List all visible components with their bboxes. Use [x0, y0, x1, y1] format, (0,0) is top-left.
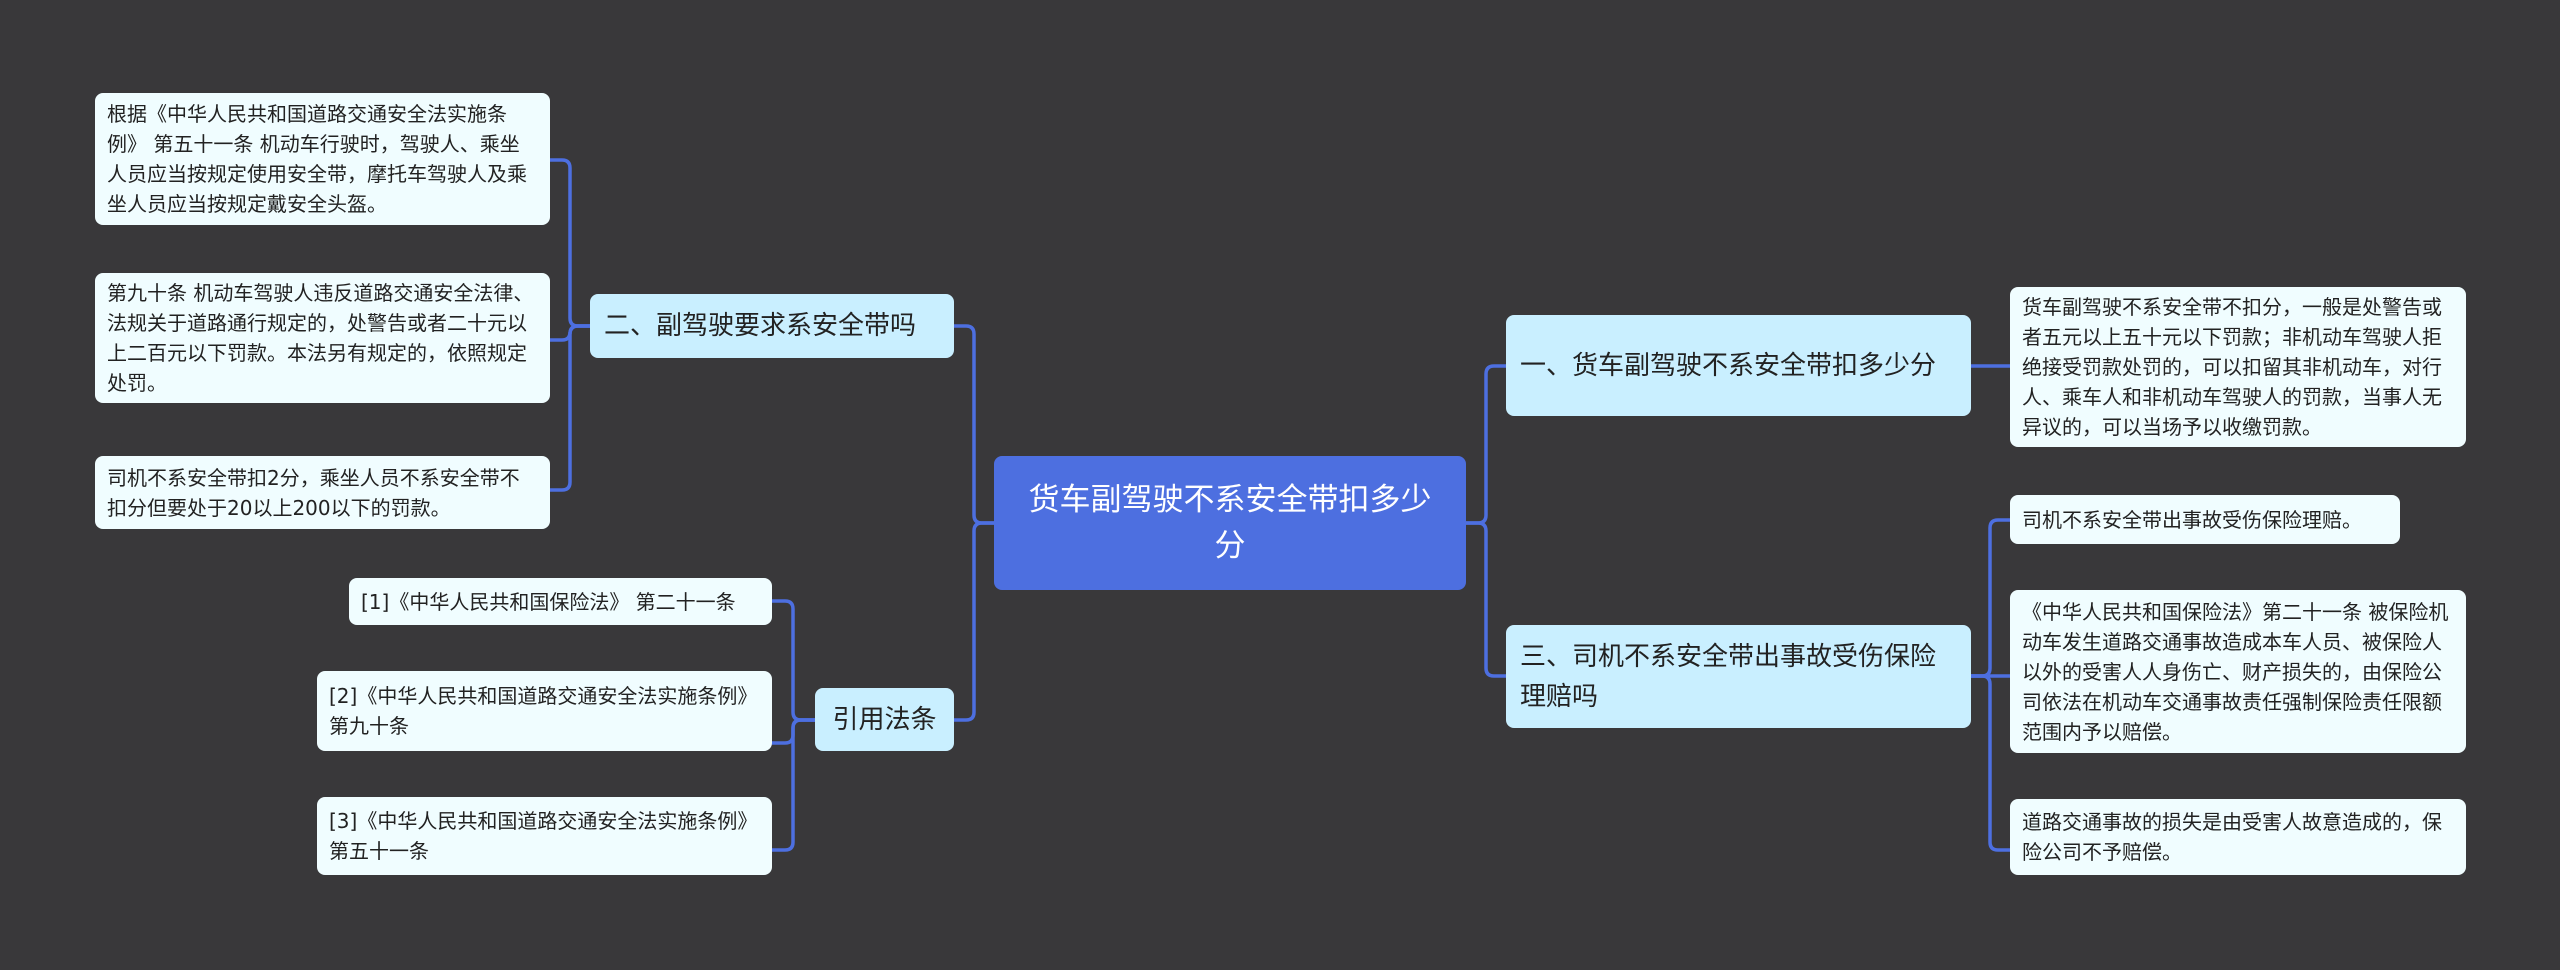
leaf-node[interactable]: 《中华人民共和国保险法》第二十一条 被保险机动车发生道路交通事故造成本车人员、被… [2010, 590, 2466, 753]
leaf-text: 货车副驾驶不系安全带不扣分，一般是处警告或者五元以上五十元以下罚款；非机动车驾驶… [2022, 295, 2442, 439]
leaf-text: [1]《中华人民共和国保险法》 第二十一条 [361, 589, 736, 614]
branch-insurance-claim[interactable]: 三、司机不系安全带出事故受伤保险理赔吗 [1506, 625, 1971, 728]
leaf-node[interactable]: 第九十条 机动车驾驶人违反道路交通安全法律、法规关于道路通行规定的，处警告或者二… [95, 273, 550, 403]
link-root-branch1 [1466, 364, 1506, 525]
leaf-node[interactable]: 根据《中华人民共和国道路交通安全法实施条例》 第五十一条 机动车行驶时，驾驶人、… [95, 93, 550, 225]
leaf-text: 道路交通事故的损失是由受害人故意造成的，保险公司不予赔偿。 [2022, 810, 2442, 864]
reference-item[interactable]: [2]《中华人民共和国道路交通安全法实施条例》 第九十条 [317, 671, 772, 751]
reference-item[interactable]: [3]《中华人民共和国道路交通安全法实施条例》 第五十一条 [317, 797, 772, 875]
branch-label: 引用法条 [832, 704, 937, 735]
link-root-refs [954, 521, 994, 722]
link-root-branch2 [954, 324, 994, 525]
leaf-node[interactable]: 司机不系安全带出事故受伤保险理赔。 [2010, 495, 2400, 544]
leaf-text: 司机不系安全带扣2分，乘坐人员不系安全带不扣分但要处于20以上200以下的罚款。 [107, 465, 520, 520]
branch-seatbelt-required[interactable]: 二、副驾驶要求系安全带吗 [590, 294, 954, 358]
branch-points-deducted[interactable]: 一、货车副驾驶不系安全带扣多少分 [1506, 315, 1971, 416]
link-root-branch3 [1466, 521, 1506, 678]
leaf-text: [3]《中华人民共和国道路交通安全法实施条例》 第五十一条 [329, 809, 758, 863]
leaf-text: 第九十条 机动车驾驶人违反道路交通安全法律、法规关于道路通行规定的，处警告或者二… [107, 281, 534, 395]
branch-label: 一、货车副驾驶不系安全带扣多少分 [1520, 350, 1937, 381]
root-topic-label: 货车副驾驶不系安全带扣多少分 [1028, 482, 1432, 564]
reference-item[interactable]: [1]《中华人民共和国保险法》 第二十一条 [349, 578, 772, 625]
branch-label: 二、副驾驶要求系安全带吗 [604, 311, 917, 341]
leaf-text: [2]《中华人民共和国道路交通安全法实施条例》 第九十条 [329, 684, 758, 738]
leaf-text: 根据《中华人民共和国道路交通安全法实施条例》 第五十一条 机动车行驶时，驾驶人、… [107, 102, 527, 216]
leaf-node[interactable]: 司机不系安全带扣2分，乘坐人员不系安全带不扣分但要处于20以上200以下的罚款。 [95, 456, 550, 529]
leaf-node[interactable]: 货车副驾驶不系安全带不扣分，一般是处警告或者五元以上五十元以下罚款；非机动车驾驶… [2010, 287, 2466, 447]
root-topic[interactable]: 货车副驾驶不系安全带扣多少分 [994, 456, 1466, 590]
leaf-text: 《中华人民共和国保险法》第二十一条 被保险机动车发生道路交通事故造成本车人员、被… [2022, 599, 2449, 744]
leaf-text: 司机不系安全带出事故受伤保险理赔。 [2022, 507, 2362, 532]
leaf-node[interactable]: 道路交通事故的损失是由受害人故意造成的，保险公司不予赔偿。 [2010, 799, 2466, 875]
branch-label: 三、司机不系安全带出事故受伤保险理赔吗 [1520, 641, 1937, 712]
branch-cited-laws[interactable]: 引用法条 [815, 688, 954, 751]
